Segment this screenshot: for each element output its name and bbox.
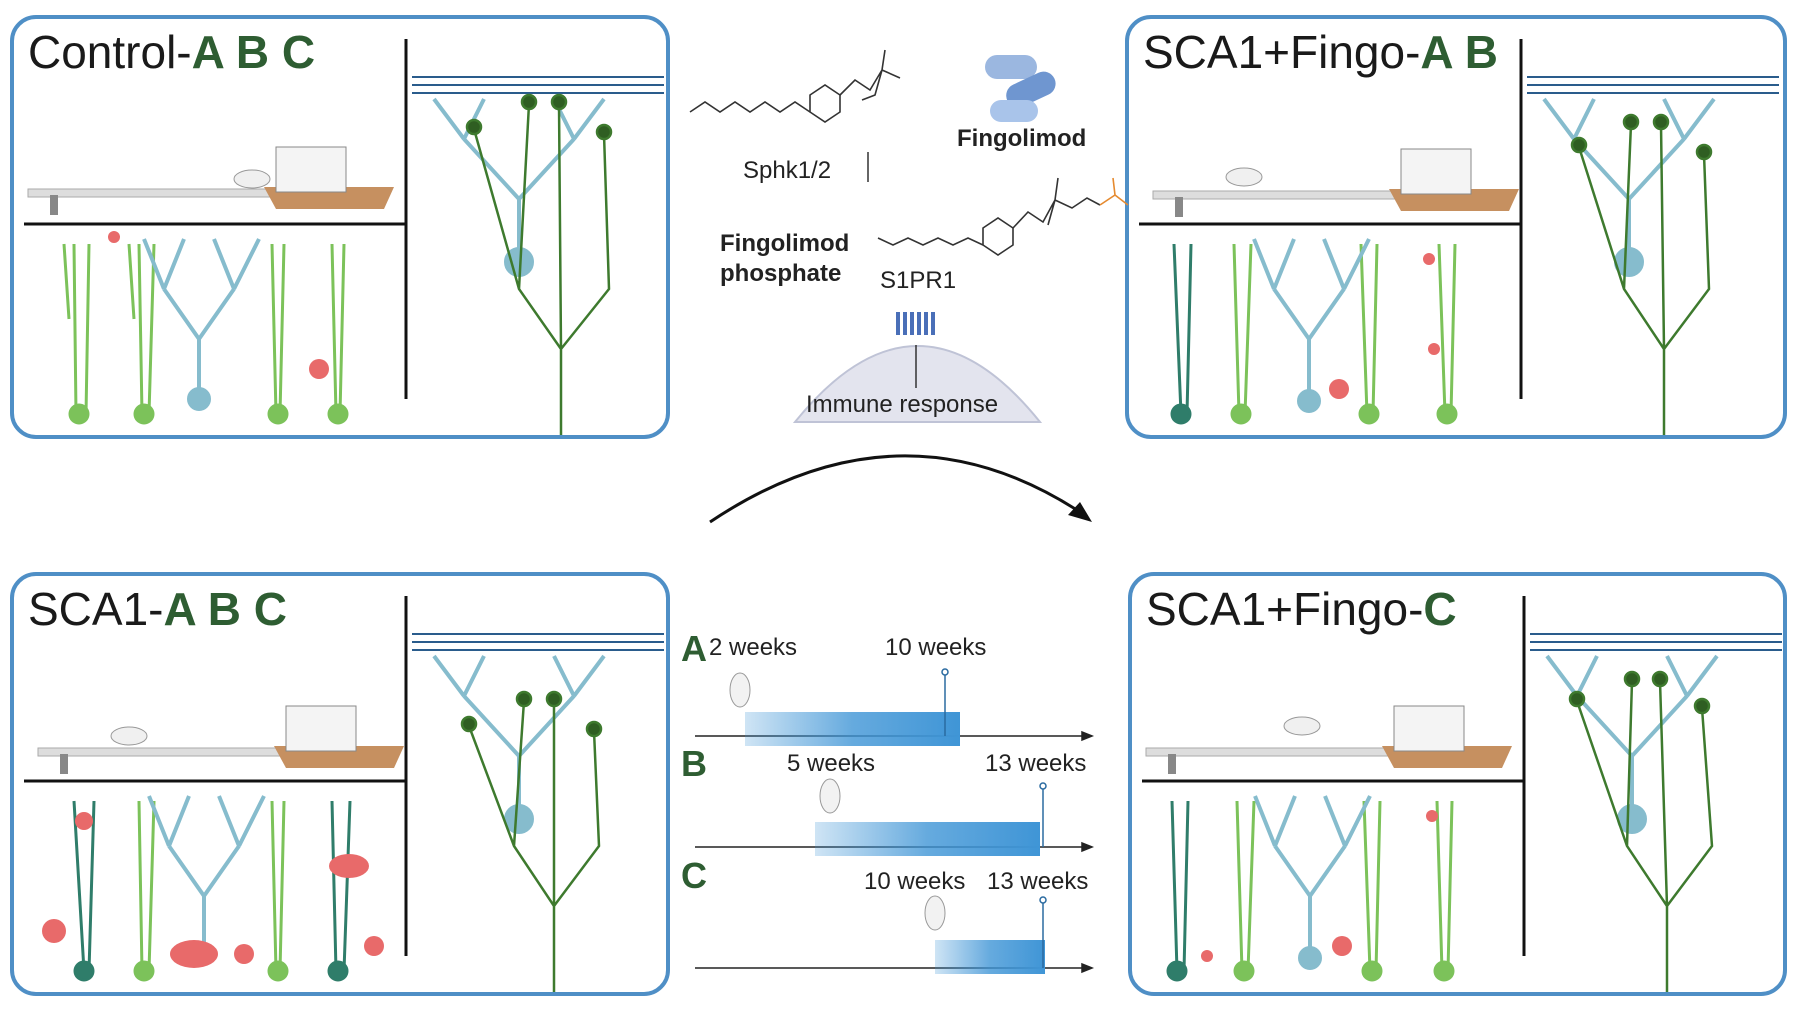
purkinje-cell-bottom (147, 795, 266, 956)
panel-title-sca1-fingo-ab: SCA1+Fingo-A B (1143, 26, 1498, 78)
microglia (1329, 253, 1440, 399)
panel-sca1-fingo-ab: SCA1+Fingo-A B (1125, 15, 1787, 439)
fingo-c-illustration (1142, 596, 1782, 992)
progression-arrow (709, 454, 1081, 524)
beam-walk-apparatus (37, 705, 404, 774)
treatment-bar-b (815, 822, 1040, 856)
panel-title-sca1-fingo-c: SCA1+Fingo-C (1146, 583, 1457, 635)
microglia (42, 812, 384, 968)
bergmann-glia-group (72, 800, 352, 982)
fingolimod-phosphate-label-1: Fingolimod (720, 230, 850, 257)
panel-control: Control-A B C (10, 15, 670, 439)
treatment-bars (745, 712, 1045, 974)
progression-arrowhead (1068, 502, 1092, 522)
endpoint-markers (941, 668, 1047, 968)
fingo-ab-illustration (1139, 39, 1779, 435)
timeline-b-start: 5 weeks (787, 750, 876, 777)
climbing-fibers (460, 690, 603, 992)
purkinje-cell-bottom (1253, 795, 1372, 970)
microglia (108, 231, 329, 379)
timeline-c-end: 13 weeks (987, 868, 1089, 895)
timeline-a-start: 2 weeks (709, 634, 798, 661)
panel-title-control: Control-A B C (28, 26, 316, 78)
bergmann-glia-group (1170, 243, 1458, 425)
bergmann-glia-group (62, 243, 349, 425)
climbing-fibers (1570, 113, 1713, 435)
panel-sca1-fingo-c: SCA1+Fingo-C (1128, 572, 1787, 996)
fingolimod-phosphate-structure (877, 177, 1129, 256)
purkinje-cell-bottom (1252, 238, 1371, 413)
beam-walk-apparatus (1152, 148, 1519, 217)
timeline-c-start: 10 weeks (864, 868, 966, 895)
climbing-fibers (465, 93, 613, 435)
treatment-bar-a (745, 712, 960, 746)
microglia (1201, 810, 1438, 962)
timeline-letter-c: C (681, 855, 707, 896)
fingolimod-label: Fingolimod (957, 125, 1087, 152)
bergmann-glia-group (1166, 800, 1455, 982)
climbing-fibers (1568, 670, 1714, 992)
immune-response-label: Immune response (806, 391, 999, 418)
cell-membrane (792, 345, 1043, 423)
beam-walk-apparatus (1145, 705, 1512, 774)
purkinje-cell-bottom (142, 238, 261, 411)
fingolimod-phosphate-label-2: phosphate (720, 260, 842, 287)
sca1-illustration (24, 596, 664, 992)
treatment-bar-c (935, 940, 1045, 974)
s1pr1-label: S1PR1 (880, 267, 957, 294)
mouse-injection-icons (729, 672, 946, 931)
timeline-b-end: 13 weeks (985, 750, 1087, 777)
timeline-letter-b: B (681, 743, 707, 784)
sphk-label: Sphk1/2 (743, 157, 832, 184)
panel-sca1: SCA1-A B C (10, 572, 670, 996)
fingolimod-structure (689, 49, 901, 123)
timeline-letter-a: A (681, 628, 707, 669)
panel-title-sca1: SCA1-A B C (28, 583, 287, 635)
control-illustration (24, 39, 664, 435)
s1pr1-receptor (896, 312, 935, 335)
pill-icon (985, 55, 1056, 122)
timeline-a-end: 10 weeks (885, 634, 987, 661)
beam-walk-apparatus (27, 146, 394, 215)
